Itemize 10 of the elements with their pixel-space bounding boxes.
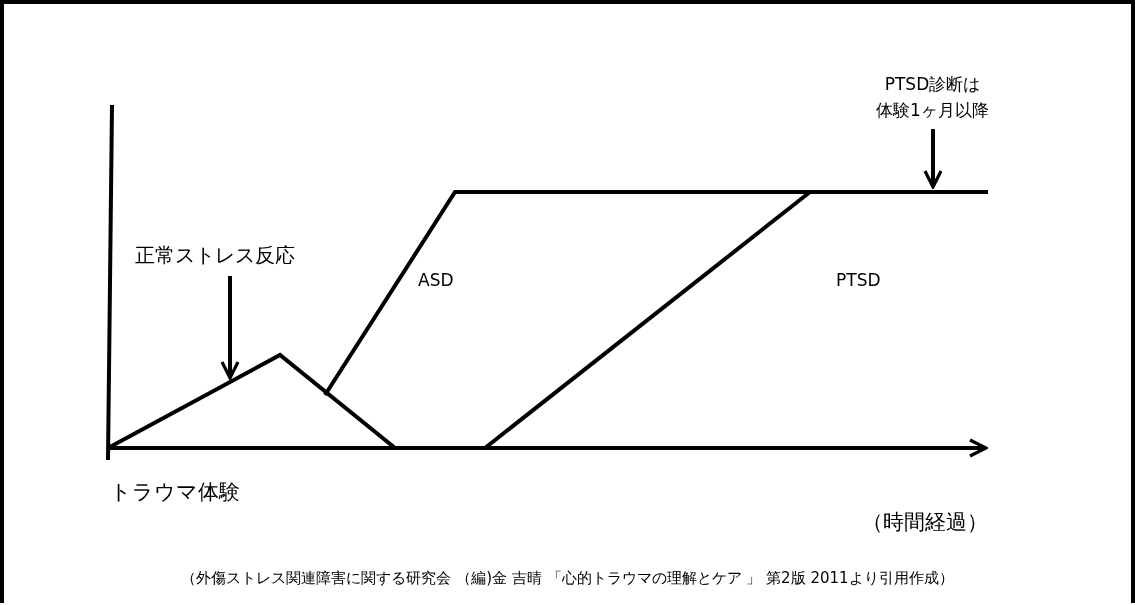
region-label: PTSD <box>836 270 881 290</box>
leader-arrow <box>923 129 943 189</box>
annotation-text: 正常ストレス反応 <box>135 242 295 269</box>
axis-label: （時間経過） <box>862 509 988 536</box>
leader-arrow <box>220 276 240 380</box>
source-caption: （外傷ストレス関連障害に関する研究会 （編)金 吉晴 「心的トラウマの理解とケア 」 第2版 2011より引用作成） <box>180 569 955 588</box>
region-label: ASD <box>418 270 454 290</box>
annotation-text: 体験1ヶ月以降 <box>875 98 990 122</box>
axis-label: トラウマ体験 <box>110 479 240 506</box>
annotation-text: PTSD診断は <box>883 73 982 96</box>
